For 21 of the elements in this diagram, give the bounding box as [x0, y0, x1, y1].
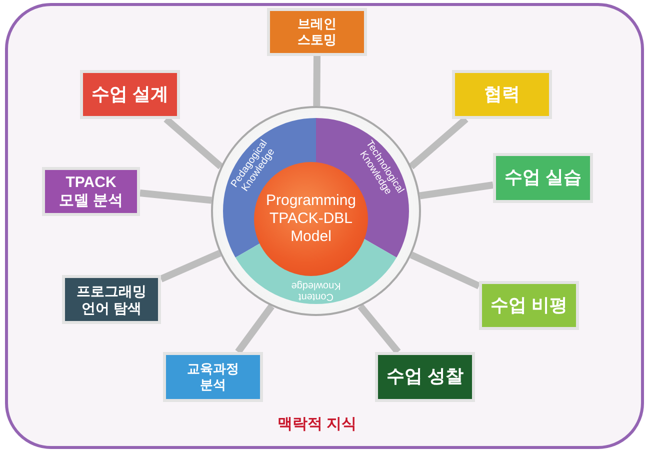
topic-box: 수업 실습 — [493, 153, 593, 203]
rounded-frame — [5, 3, 644, 449]
spoke-line — [164, 116, 224, 170]
topic-box: 수업 설계 — [80, 70, 180, 119]
topic-box: 프로그래밍 언어 탐색 — [62, 275, 161, 324]
topic-box: 교육과정 분석 — [163, 352, 263, 402]
spoke-line — [235, 304, 274, 354]
topic-box: 수업 비평 — [479, 281, 579, 330]
frame-label: 맥락적 지식 — [277, 414, 357, 434]
spoke-line — [410, 252, 480, 290]
topic-box: 협력 — [452, 70, 552, 119]
spoke-line — [160, 250, 222, 282]
spoke-line — [419, 182, 494, 200]
segment-label: Content Knowledge — [290, 280, 342, 302]
spoke-line — [358, 304, 401, 354]
spoke-line — [140, 190, 212, 204]
topic-box: 브레인 스토밍 — [267, 8, 367, 56]
spoke-line — [408, 116, 468, 170]
topic-box: 수업 성찰 — [375, 352, 475, 402]
spoke-line — [313, 56, 320, 106]
topic-box: TPACK 모델 분석 — [42, 167, 140, 216]
